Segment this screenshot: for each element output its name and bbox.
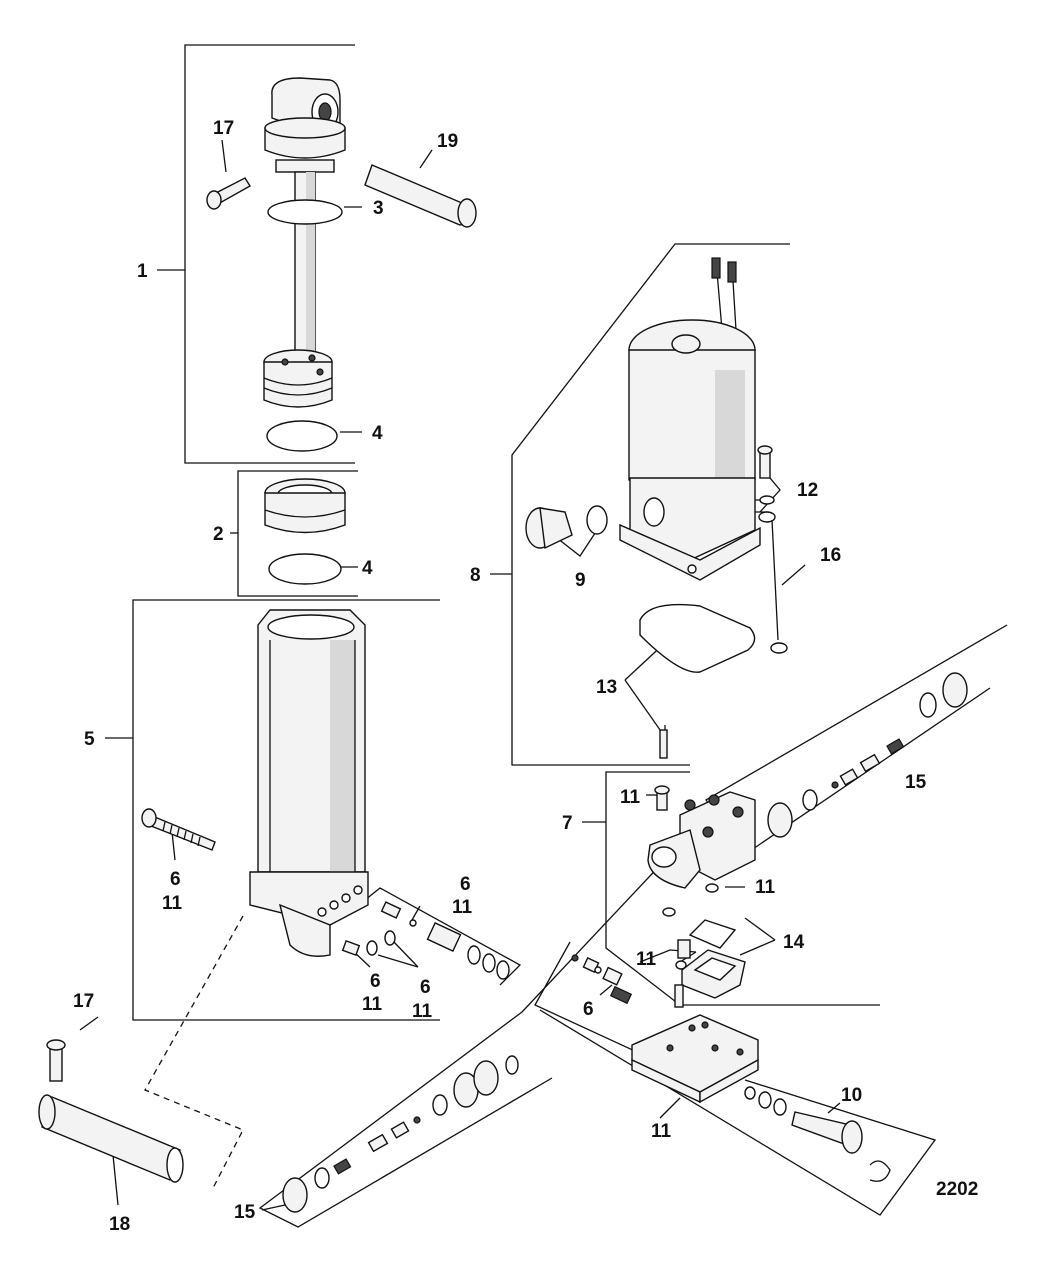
callout-15-upper: 15 xyxy=(905,772,927,793)
part-5-cylinder xyxy=(249,609,369,957)
part-4-ring-lower xyxy=(268,553,342,585)
part-11-base-plate xyxy=(631,1014,759,1104)
part-2-piston xyxy=(264,478,346,534)
callout-18: 18 xyxy=(109,1214,130,1235)
callout-11-filter: 11 xyxy=(636,949,657,970)
callout-19: 19 xyxy=(437,131,458,152)
callout-17-lower: 17 xyxy=(73,991,94,1012)
callout-6-lower-b: 6 xyxy=(420,977,431,998)
part-19-long-pin xyxy=(364,164,477,228)
figure-number: 2202 xyxy=(936,1179,978,1200)
bracket-lines xyxy=(79,44,1008,1228)
callout-2: 2 xyxy=(213,524,224,545)
callout-11-screw: 11 xyxy=(620,787,641,808)
part-3-o-ring xyxy=(267,199,343,225)
callout-5: 5 xyxy=(84,729,95,750)
part-12-screw xyxy=(757,445,776,523)
part-9-plug xyxy=(525,505,608,550)
callout-8: 8 xyxy=(470,565,481,586)
small-parts-cylinder xyxy=(341,901,510,980)
callout-13: 13 xyxy=(596,677,617,698)
callout-3: 3 xyxy=(373,198,384,219)
part-15-upper-valve xyxy=(767,672,968,838)
callout-6-lower-a: 6 xyxy=(370,971,381,992)
part-1-rod-assembly xyxy=(263,77,346,408)
part-10-valve xyxy=(744,1086,891,1182)
callout-15-lower: 15 xyxy=(234,1202,256,1223)
part-6-middle-valve xyxy=(571,954,633,1005)
callout-6-right: 6 xyxy=(460,874,471,895)
callout-11-washer: 11 xyxy=(755,877,776,898)
callout-11-lower-b: 11 xyxy=(412,1001,433,1022)
callout-11-right: 11 xyxy=(452,897,473,918)
callout-14: 14 xyxy=(783,932,805,953)
callout-6-middle: 6 xyxy=(583,999,594,1020)
callout-11-plate: 11 xyxy=(651,1121,672,1142)
part-7-pump-block xyxy=(647,785,756,889)
callout-4-lower: 4 xyxy=(362,558,373,579)
callout-6-bolt: 6 xyxy=(170,869,181,890)
small-parts-manifold xyxy=(662,883,719,1008)
callout-11-bolt: 11 xyxy=(162,893,183,914)
callout-10: 10 xyxy=(841,1085,862,1106)
part-14-filter xyxy=(681,919,746,999)
callout-1: 1 xyxy=(137,261,148,282)
part-18-tube-pin xyxy=(38,1094,184,1183)
callout-16: 16 xyxy=(820,545,841,566)
callout-17-upper: 17 xyxy=(213,118,234,139)
callout-labels: 1 2 3 4 4 5 6 11 6 11 6 11 6 11 6 7 8 9 … xyxy=(73,118,978,1235)
callout-11-lower-a: 11 xyxy=(362,994,383,1015)
part-8-motor xyxy=(619,257,761,581)
callout-12: 12 xyxy=(797,480,818,501)
part-15-lower-valve xyxy=(282,1055,519,1213)
part-16-wire xyxy=(770,519,788,654)
callout-9: 9 xyxy=(575,570,586,591)
callout-7: 7 xyxy=(562,813,573,834)
part-17-pin-upper xyxy=(206,177,251,210)
part-17-pin-lower xyxy=(46,1039,66,1082)
part-4-ring-upper xyxy=(266,420,338,452)
part-6-bolt xyxy=(141,808,216,851)
callout-4-upper: 4 xyxy=(372,423,383,444)
part-13-gasket xyxy=(639,603,756,759)
